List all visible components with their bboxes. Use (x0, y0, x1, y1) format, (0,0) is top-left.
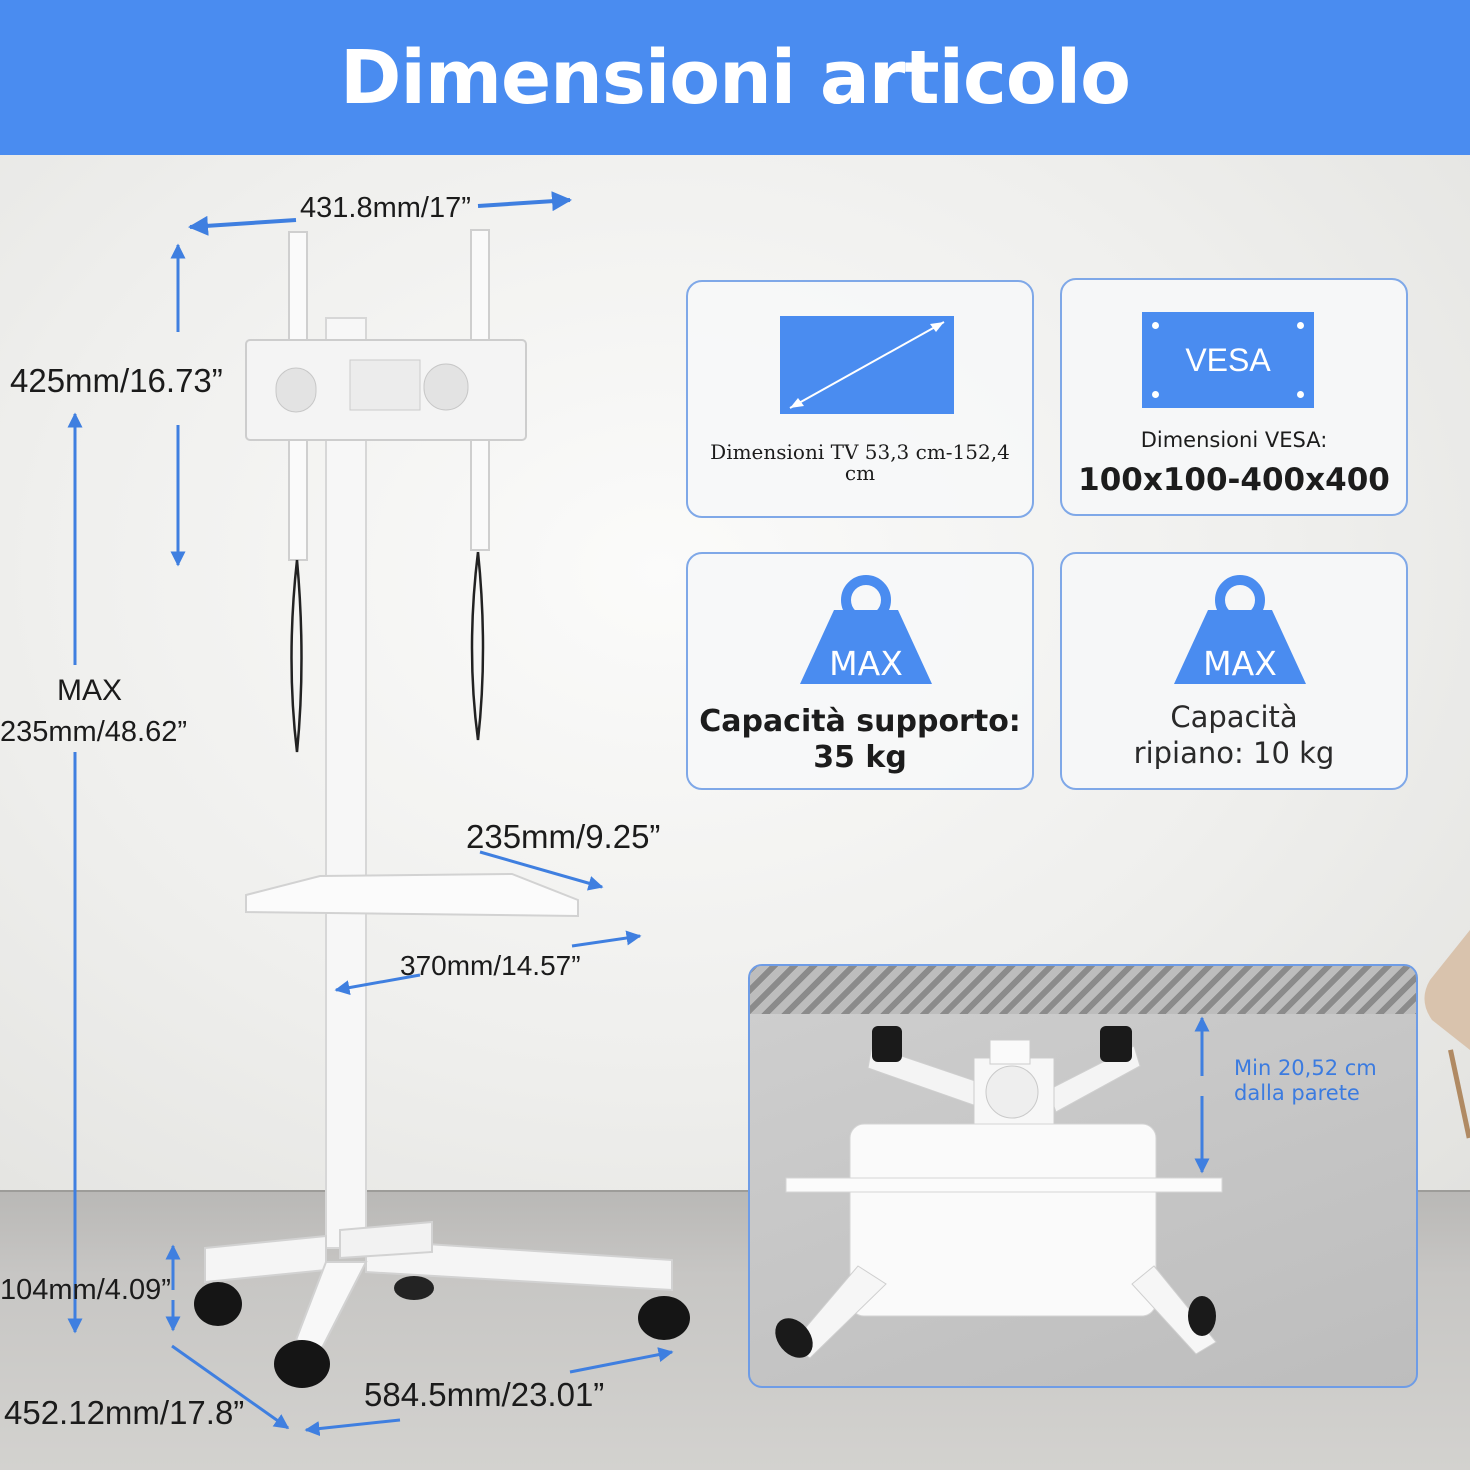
dim-max-label: MAX (57, 674, 123, 707)
wall-hatch (750, 966, 1416, 1014)
header-banner: Dimensioni articolo (0, 0, 1470, 155)
card-vesa: VESA Dimensioni VESA: 100x100-400x400 (1060, 278, 1408, 516)
dim-shelf-depth: 235mm/9.25” (466, 818, 661, 855)
shelf-capacity-line1: Capacità (1170, 700, 1298, 734)
vesa-label: Dimensioni VESA: (1140, 428, 1328, 452)
dim-shelf-width: 370mm/14.57” (400, 950, 581, 981)
stand-base-leg-left (204, 1234, 327, 1284)
page-title: Dimensioni articolo (340, 34, 1131, 121)
shelf-capacity-line2: ripiano: 10 kg (1133, 736, 1335, 770)
dim-bracket-height: 425mm/16.73” (10, 362, 223, 399)
weight-icon: MAX (1170, 570, 1310, 686)
weight-icon-label: MAX (829, 644, 903, 683)
weight-icon-label: MAX (1203, 644, 1277, 683)
dim-max-height: 235mm/48.62” (0, 716, 187, 748)
weight-icon: MAX (796, 570, 936, 686)
vesa-icon: VESA (1142, 312, 1314, 408)
wall-distance-line2: dalla parete (1234, 1081, 1360, 1105)
dim-base-height: 104mm/4.09” (0, 1274, 171, 1306)
chair-decoration (1424, 930, 1470, 1139)
vesa-value: 100x100-400x400 (1078, 462, 1390, 498)
stand-base-leg-back (339, 1220, 433, 1260)
top-view-panel: Min 20,52 cm dalla parete (748, 964, 1418, 1388)
stand-shelf (245, 872, 579, 918)
tv-stand-illustration (67, 191, 690, 1437)
card-support-capacity: MAX Capacità supporto: 35 kg (686, 552, 1034, 790)
caster-back (394, 1276, 434, 1300)
vesa-icon-label: VESA (1185, 341, 1271, 378)
caster-left (194, 1282, 242, 1326)
caster-right (638, 1296, 690, 1340)
stand-pole (325, 317, 367, 1249)
dim-base-depth: 452.12mm/17.8” (4, 1394, 245, 1431)
caster-front (274, 1340, 330, 1388)
tv-size-text: Dimensioni TV 53,3 cm-152,4 cm (710, 440, 1010, 485)
card-tv-size: Dimensioni TV 53,3 cm-152,4 cm (686, 280, 1034, 518)
top-view-illustration (775, 1016, 1223, 1359)
wall-distance-line1: Min 20,52 cm (1234, 1056, 1377, 1080)
dim-base-width: 584.5mm/23.01” (364, 1376, 605, 1413)
stand-base-leg-front (294, 1261, 368, 1350)
tv-icon (780, 316, 954, 414)
wall-distance-note: Min 20,52 cm dalla parete (1234, 1056, 1377, 1106)
dim-bracket-width: 431.8mm/17” (300, 192, 471, 224)
support-capacity-line1: Capacità supporto: (699, 704, 1021, 739)
card-shelf-capacity: MAX Capacità ripiano: 10 kg (1060, 552, 1408, 790)
support-capacity-line2: 35 kg (813, 740, 907, 775)
